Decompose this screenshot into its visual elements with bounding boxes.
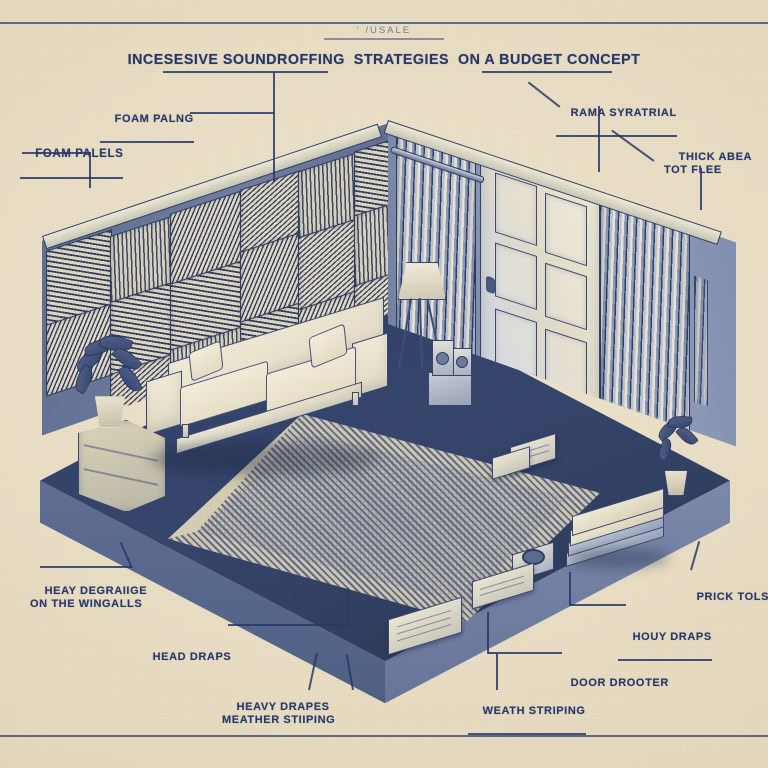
leader-foam-paling-v: [273, 72, 275, 182]
sofa-shadow: [150, 442, 380, 476]
annotation-text: THICK ABEA TOT FLEE: [664, 150, 753, 176]
annotation-prick-tools: PRICK TOLS: [682, 578, 768, 617]
leader-door-sweep-v: [487, 612, 489, 654]
blanket-shadow: [566, 548, 670, 568]
annotation-foam-paling: FOAM PALNG: [100, 100, 194, 169]
speaker-driver: [436, 352, 449, 365]
annotation-heavy-drapes-weather: HEAVY DRAPES MEATHER STIIPING: [222, 688, 335, 740]
sofa-arm-left: [146, 370, 182, 436]
annotation-underline: [100, 140, 194, 143]
door-panel-mid-left: [495, 242, 537, 311]
weather-strip-column: [694, 275, 708, 407]
annotation-text: PRICK TOLS: [696, 590, 768, 603]
annotation-text: HOUY DRAPS: [632, 630, 712, 643]
annotation-text: WEATH STRIPING: [482, 704, 586, 717]
leader-thick-rug-v: [700, 168, 702, 210]
title-rule-left: [163, 71, 328, 73]
subtitle-text: ' /USALE: [356, 25, 412, 36]
annotation-weather-stripping: WEATH STRIPING: [468, 692, 586, 761]
leader-head-drapes-h: [228, 624, 348, 626]
annotation-rama-syratrial: RAMA SYRATRIAL: [556, 94, 677, 163]
leader-door-sweep-h: [488, 652, 562, 654]
door-panel-upper-left: [495, 172, 537, 247]
leader-houy-drapes-h: [570, 604, 626, 606]
door-knob[interactable]: [486, 275, 495, 295]
leader-head-drapes-v: [347, 588, 349, 626]
bottom-border-rule: [0, 735, 768, 737]
leader-foam-panels-h: [22, 152, 90, 154]
door-panel-upper-right: [545, 192, 587, 267]
annotation-heavy-on-walls: HEAY DEGRAIIGE ON THE WINGALLS: [30, 572, 147, 624]
annotation-thick-area-rug: THICK ABEA TOT FLEE: [664, 138, 752, 190]
speaker-driver: [456, 356, 468, 368]
leader-walls-h: [40, 566, 132, 568]
title-rule-right: [482, 71, 612, 73]
subtitle-underline: [324, 38, 444, 40]
page-title: INCESESIVE SOUNDROFFING STRATEGIES ON A …: [127, 52, 641, 68]
leader-foam-panels-v: [89, 152, 91, 188]
annotation-foam-panels: FOAM PALELS: [20, 134, 124, 206]
annotation-text: FOAM PALNG: [114, 112, 194, 125]
pack-line: [480, 581, 524, 597]
annotation-underline: [20, 176, 124, 179]
annotation-text: DOOR DROOTER: [570, 676, 669, 689]
top-border-rule: [0, 22, 768, 24]
speaker-cabinet: [428, 372, 472, 406]
leader-weather-strip-v: [496, 654, 498, 690]
annotation-houy-drapes: HOUY DRAPS: [618, 618, 712, 687]
annotation-text: RAMA SYRATRIAL: [570, 106, 677, 119]
annotation-underline: [618, 658, 712, 661]
nightstand: [78, 420, 166, 512]
sofa-leg: [352, 392, 359, 406]
plant-pot: [94, 396, 126, 428]
sofa: [146, 296, 396, 460]
annotation-underline: [468, 732, 586, 735]
annotation-text: FOAM PALELS: [35, 147, 124, 160]
subtitle-caption: ' /USALE: [0, 25, 768, 40]
leader-foam-paling-h: [190, 112, 274, 114]
door-panel-mid-right: [545, 262, 587, 331]
annotation-text: HEAD DRAPS: [152, 650, 232, 663]
leader-houy-drapes-v: [569, 572, 571, 606]
annotation-text: HEAVY DRAPES MEATHER STIIPING: [222, 700, 336, 726]
sofa-leg: [182, 424, 189, 438]
annotation-text: HEAY DEGRAIIGE ON THE WINGALLS: [30, 584, 148, 610]
annotation-door-drooter: DOOR DROOTER: [556, 664, 669, 703]
plant-pot-small: [664, 470, 688, 496]
annotation-underline: [556, 134, 677, 137]
leader-rama-v: [598, 106, 600, 172]
annotation-head-drapes: HEAD DRAPS: [138, 638, 231, 677]
